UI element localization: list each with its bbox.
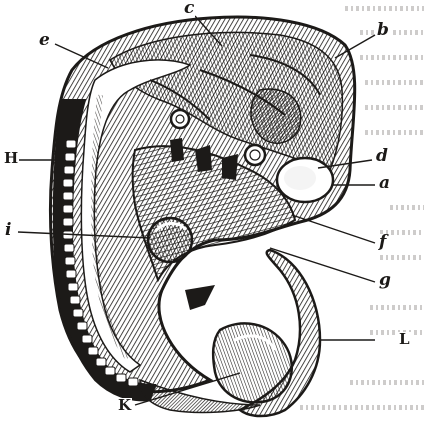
ear-vesicle-left bbox=[171, 110, 189, 128]
label-a: a bbox=[378, 175, 391, 192]
label-d: d bbox=[375, 148, 389, 165]
label-e: e bbox=[38, 32, 51, 49]
label-i: i bbox=[4, 222, 12, 239]
label-c: c bbox=[183, 0, 195, 17]
label-H: H bbox=[3, 151, 19, 166]
ear-vesicle-right bbox=[245, 145, 265, 165]
label-K: K bbox=[117, 398, 132, 413]
label-f: f bbox=[378, 234, 387, 251]
brain-fold bbox=[251, 89, 301, 143]
label-L: L bbox=[398, 332, 411, 347]
label-b: b bbox=[376, 22, 390, 39]
label-g: g bbox=[378, 272, 392, 289]
